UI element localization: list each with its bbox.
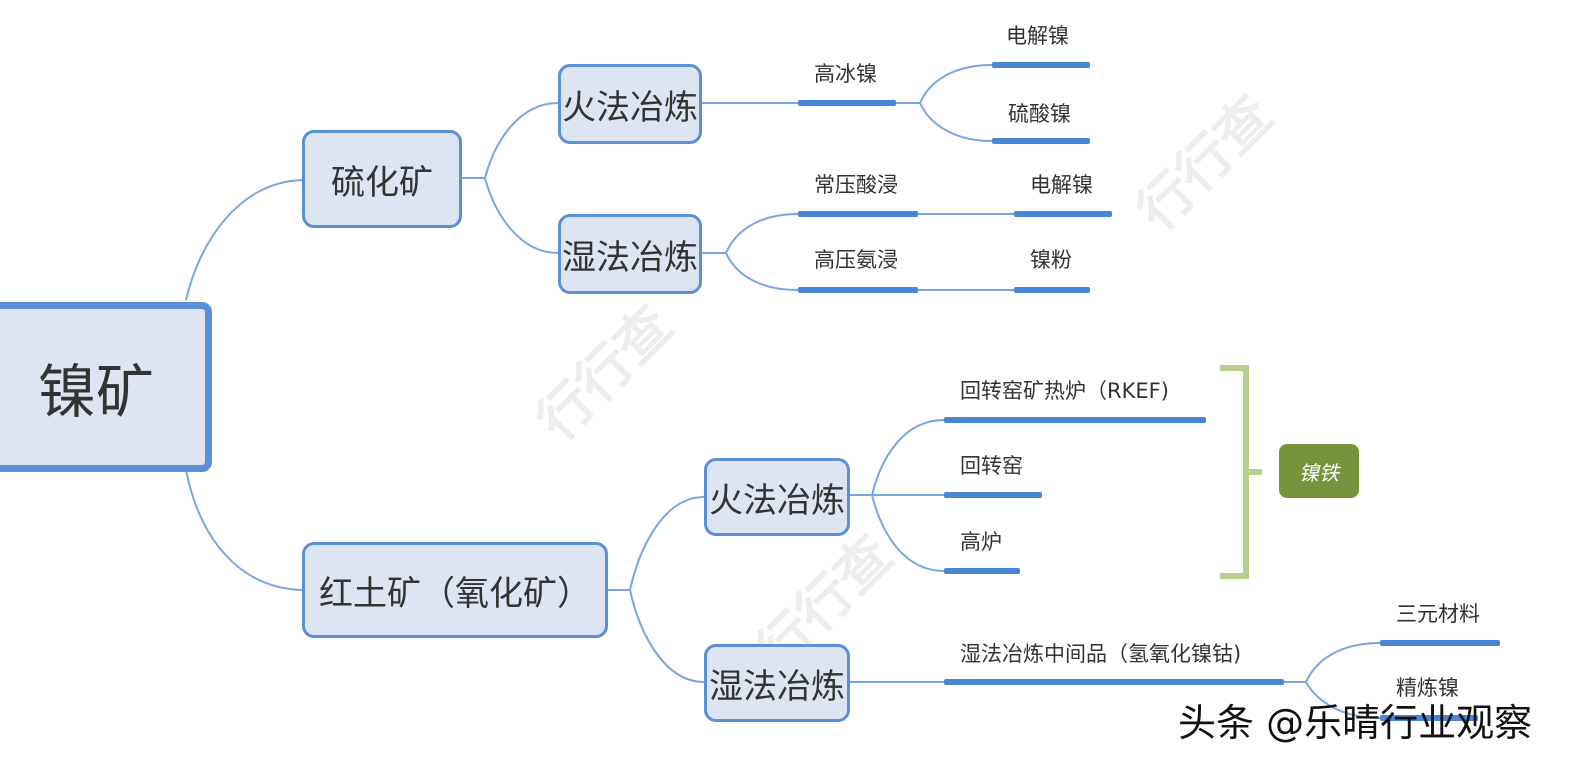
rkef-label: 回转窑矿热炉（RKEF) [960, 379, 1169, 403]
nickel-powder-bar [1014, 287, 1090, 293]
nickel-powder-label: 镍粉 [1030, 248, 1072, 272]
nickel-sulfate-label: 硫酸镍 [1008, 102, 1071, 126]
sulfide-hydro-label: 湿法冶炼 [562, 237, 698, 278]
blast-furnace-label: 高炉 [960, 530, 1002, 554]
electrolytic-nickel-label: 电解镍 [1006, 24, 1069, 48]
laterite-hydro-label: 湿法冶炼 [709, 666, 845, 707]
bracket [1220, 365, 1262, 579]
mhp-intermediate-bar [944, 679, 1284, 685]
electrolytic-nickel-2-bar [1014, 211, 1112, 217]
ternary-material-label: 三元材料 [1396, 602, 1480, 626]
high-matte-nickel-bar [798, 100, 896, 106]
ternary-material-bar [1380, 640, 1500, 646]
laterite-ore-label: 红土矿（氧化矿） [319, 573, 591, 614]
electrolytic-nickel-2-label: 电解镍 [1030, 173, 1093, 197]
footer-attribution: 头条 @乐晴行业观察 [1178, 701, 1533, 745]
root-label: 镍矿 [37, 358, 154, 426]
atmospheric-acid-leach-label: 常压酸浸 [814, 173, 898, 197]
rkef-bar [944, 417, 1206, 423]
atmospheric-acid-leach-bar [798, 211, 918, 217]
nickel-sulfate-bar [992, 138, 1090, 144]
blast-furnace-bar [944, 568, 1020, 574]
laterite-ore-node[interactable]: 红土矿（氧化矿） [302, 542, 608, 638]
sulfide-pyro-label: 火法冶炼 [562, 87, 698, 128]
rotary-kiln-label: 回转窑 [960, 454, 1023, 478]
sulfide-hydro-node[interactable]: 湿法冶炼 [558, 214, 702, 294]
high-pressure-ammonia-leach-bar [798, 287, 918, 293]
refined-nickel-label: 精炼镍 [1396, 676, 1459, 700]
laterite-pyro-node[interactable]: 火法冶炼 [704, 458, 850, 536]
high-pressure-ammonia-leach-label: 高压氨浸 [814, 248, 898, 272]
sulfide-pyro-node[interactable]: 火法冶炼 [558, 64, 702, 144]
sulfide-ore-node[interactable]: 硫化矿 [302, 130, 462, 228]
rotary-kiln-bar [944, 492, 1042, 498]
high-matte-nickel-label: 高冰镍 [814, 62, 877, 86]
nickel-pig-iron-label: 镍铁 [1299, 460, 1339, 485]
root-node[interactable]: 镍矿 [0, 302, 212, 472]
electrolytic-nickel-bar [992, 62, 1090, 68]
refined-nickel-bar [1380, 715, 1478, 721]
nickel-pig-iron-badge[interactable]: 镍铁 [1279, 444, 1359, 498]
laterite-hydro-node[interactable]: 湿法冶炼 [704, 644, 850, 722]
sulfide-ore-label: 硫化矿 [331, 162, 433, 203]
laterite-pyro-label: 火法冶炼 [709, 480, 845, 521]
mhp-intermediate-label: 湿法冶炼中间品（氢氧化镍钴) [960, 642, 1242, 666]
